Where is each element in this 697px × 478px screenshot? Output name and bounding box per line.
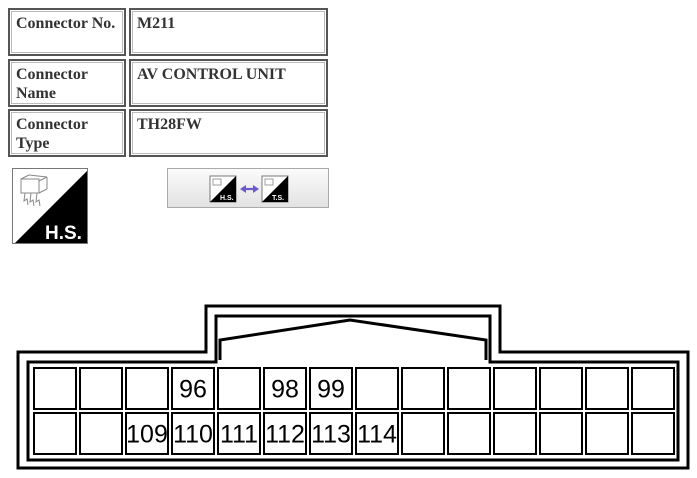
harness-side-icon: H.S. <box>12 168 88 244</box>
connector-type-value: TH28FW <box>132 112 325 154</box>
connector-name-label-cell: Connector Name <box>8 59 126 107</box>
connector-no-value-cell: M211 <box>129 8 328 56</box>
switch-to-label: T.S. <box>272 195 284 202</box>
pin-cavity <box>263 367 307 410</box>
pin-number: 110 <box>173 421 213 449</box>
connector-outer-housing <box>16 304 690 470</box>
pin-number: 109 <box>126 421 168 449</box>
pin-cavity <box>539 412 583 455</box>
connector-no-value: M211 <box>132 11 325 53</box>
pin-cavity <box>585 412 629 455</box>
view-switch-button[interactable]: H.S. T.S. <box>167 168 329 208</box>
connector-lock-tab <box>218 318 488 360</box>
pin-number: 111 <box>220 421 258 449</box>
pin-cavity <box>79 367 123 410</box>
connector-no-label: Connector No. <box>11 11 123 53</box>
pin-cavity <box>447 367 491 410</box>
pin-number: 96 <box>179 376 207 404</box>
pin-cavity <box>309 367 353 410</box>
connector-inner-housing <box>26 314 680 462</box>
connector-name-row: Connector Name AV CONTROL UNIT <box>8 59 328 107</box>
connector-type-label: Connector Type <box>11 112 123 154</box>
connector-type-row: Connector Type TH28FW <box>8 109 328 157</box>
pin-cavity <box>493 412 537 455</box>
terminal-side-mini-icon: T.S. <box>261 175 289 203</box>
harness-side-mini-icon: H.S. <box>209 175 237 203</box>
pin-cavity <box>217 367 261 410</box>
pin-number: 113 <box>311 421 351 449</box>
pin-cavity <box>539 367 583 410</box>
pin-cavity <box>125 367 169 410</box>
pin-cavity <box>447 412 491 455</box>
pin-cavity <box>171 367 215 410</box>
pin-cavity <box>355 367 399 410</box>
harness-side-label: H.S. <box>45 223 82 244</box>
pin-number: 99 <box>317 376 345 404</box>
pin-cavity <box>79 412 123 455</box>
connector-no-label-cell: Connector No. <box>8 8 126 56</box>
pin-cavity <box>217 412 261 455</box>
pin-cavity <box>171 412 215 455</box>
pin-cavity <box>631 367 675 410</box>
pin-cavity <box>355 412 399 455</box>
switch-from-label: H.S. <box>220 195 234 202</box>
pin-cavity <box>631 412 675 455</box>
pin-cavity <box>309 412 353 455</box>
pin-cavity <box>585 367 629 410</box>
pin-cavity <box>401 367 445 410</box>
pin-cavity <box>493 367 537 410</box>
connector-name-value-cell: AV CONTROL UNIT <box>129 59 328 107</box>
pin-number: 98 <box>271 376 299 404</box>
pin-cavity <box>33 367 77 410</box>
connector-name-label: Connector Name <box>11 62 123 104</box>
connector-no-row: Connector No. M211 <box>8 8 328 56</box>
pin-number: 114 <box>357 421 397 449</box>
pin-cavity <box>263 412 307 455</box>
pin-number: 112 <box>265 421 305 449</box>
connector-type-label-cell: Connector Type <box>8 109 126 157</box>
pin-cavity <box>125 412 169 455</box>
pin-cavity <box>401 412 445 455</box>
connector-type-value-cell: TH28FW <box>129 109 328 157</box>
swap-arrow-icon <box>240 185 259 193</box>
connector-name-value: AV CONTROL UNIT <box>132 62 325 104</box>
pin-cavity <box>33 412 77 455</box>
